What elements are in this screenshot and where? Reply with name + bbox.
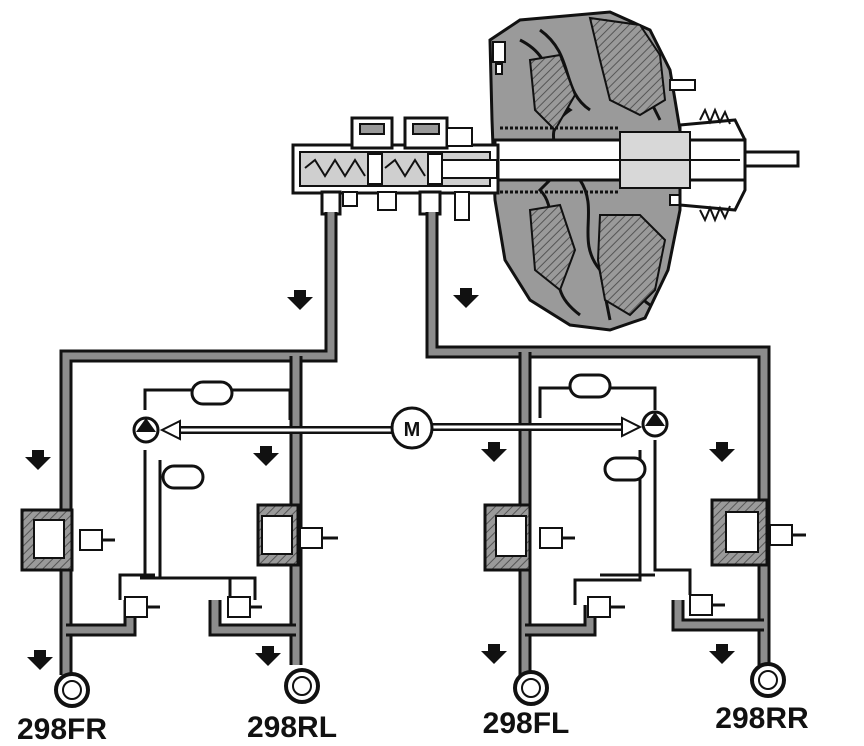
arrow-down-icon bbox=[709, 442, 735, 462]
arrow-down-icon bbox=[453, 288, 479, 308]
motor-label: M bbox=[404, 419, 421, 441]
arrow-down-icon bbox=[287, 290, 313, 310]
arrow-down-icon bbox=[709, 644, 735, 664]
arrow-down-icon bbox=[255, 646, 281, 666]
wheel-label-rl: 298RL bbox=[247, 711, 337, 744]
wheel-rl: 298RL bbox=[247, 668, 337, 744]
arrow-down-icon bbox=[253, 446, 279, 466]
master-cylinder bbox=[291, 116, 500, 221]
pump-motor: M bbox=[159, 406, 643, 450]
wheel-label-rr: 298RR bbox=[715, 702, 809, 735]
circuit-left bbox=[20, 212, 338, 675]
arrow-down-icon bbox=[27, 650, 53, 670]
circuit-right bbox=[425, 212, 806, 675]
wheel-label-fr: 298FR bbox=[17, 713, 107, 746]
arrow-down-icon bbox=[481, 442, 507, 462]
wheel-label-fl: 298FL bbox=[483, 707, 570, 740]
arrow-down-icon bbox=[481, 644, 507, 664]
wheel-fl: 298FL bbox=[483, 670, 570, 740]
wheel-fr: 298FR bbox=[17, 672, 107, 746]
motor-icon bbox=[390, 406, 434, 450]
brake-booster bbox=[488, 10, 800, 332]
wheel-rr: 298RR bbox=[715, 662, 809, 735]
arrow-down-icon bbox=[25, 450, 51, 470]
wheel-connections: 298FR 298RL 298FL 298RR bbox=[17, 662, 809, 746]
